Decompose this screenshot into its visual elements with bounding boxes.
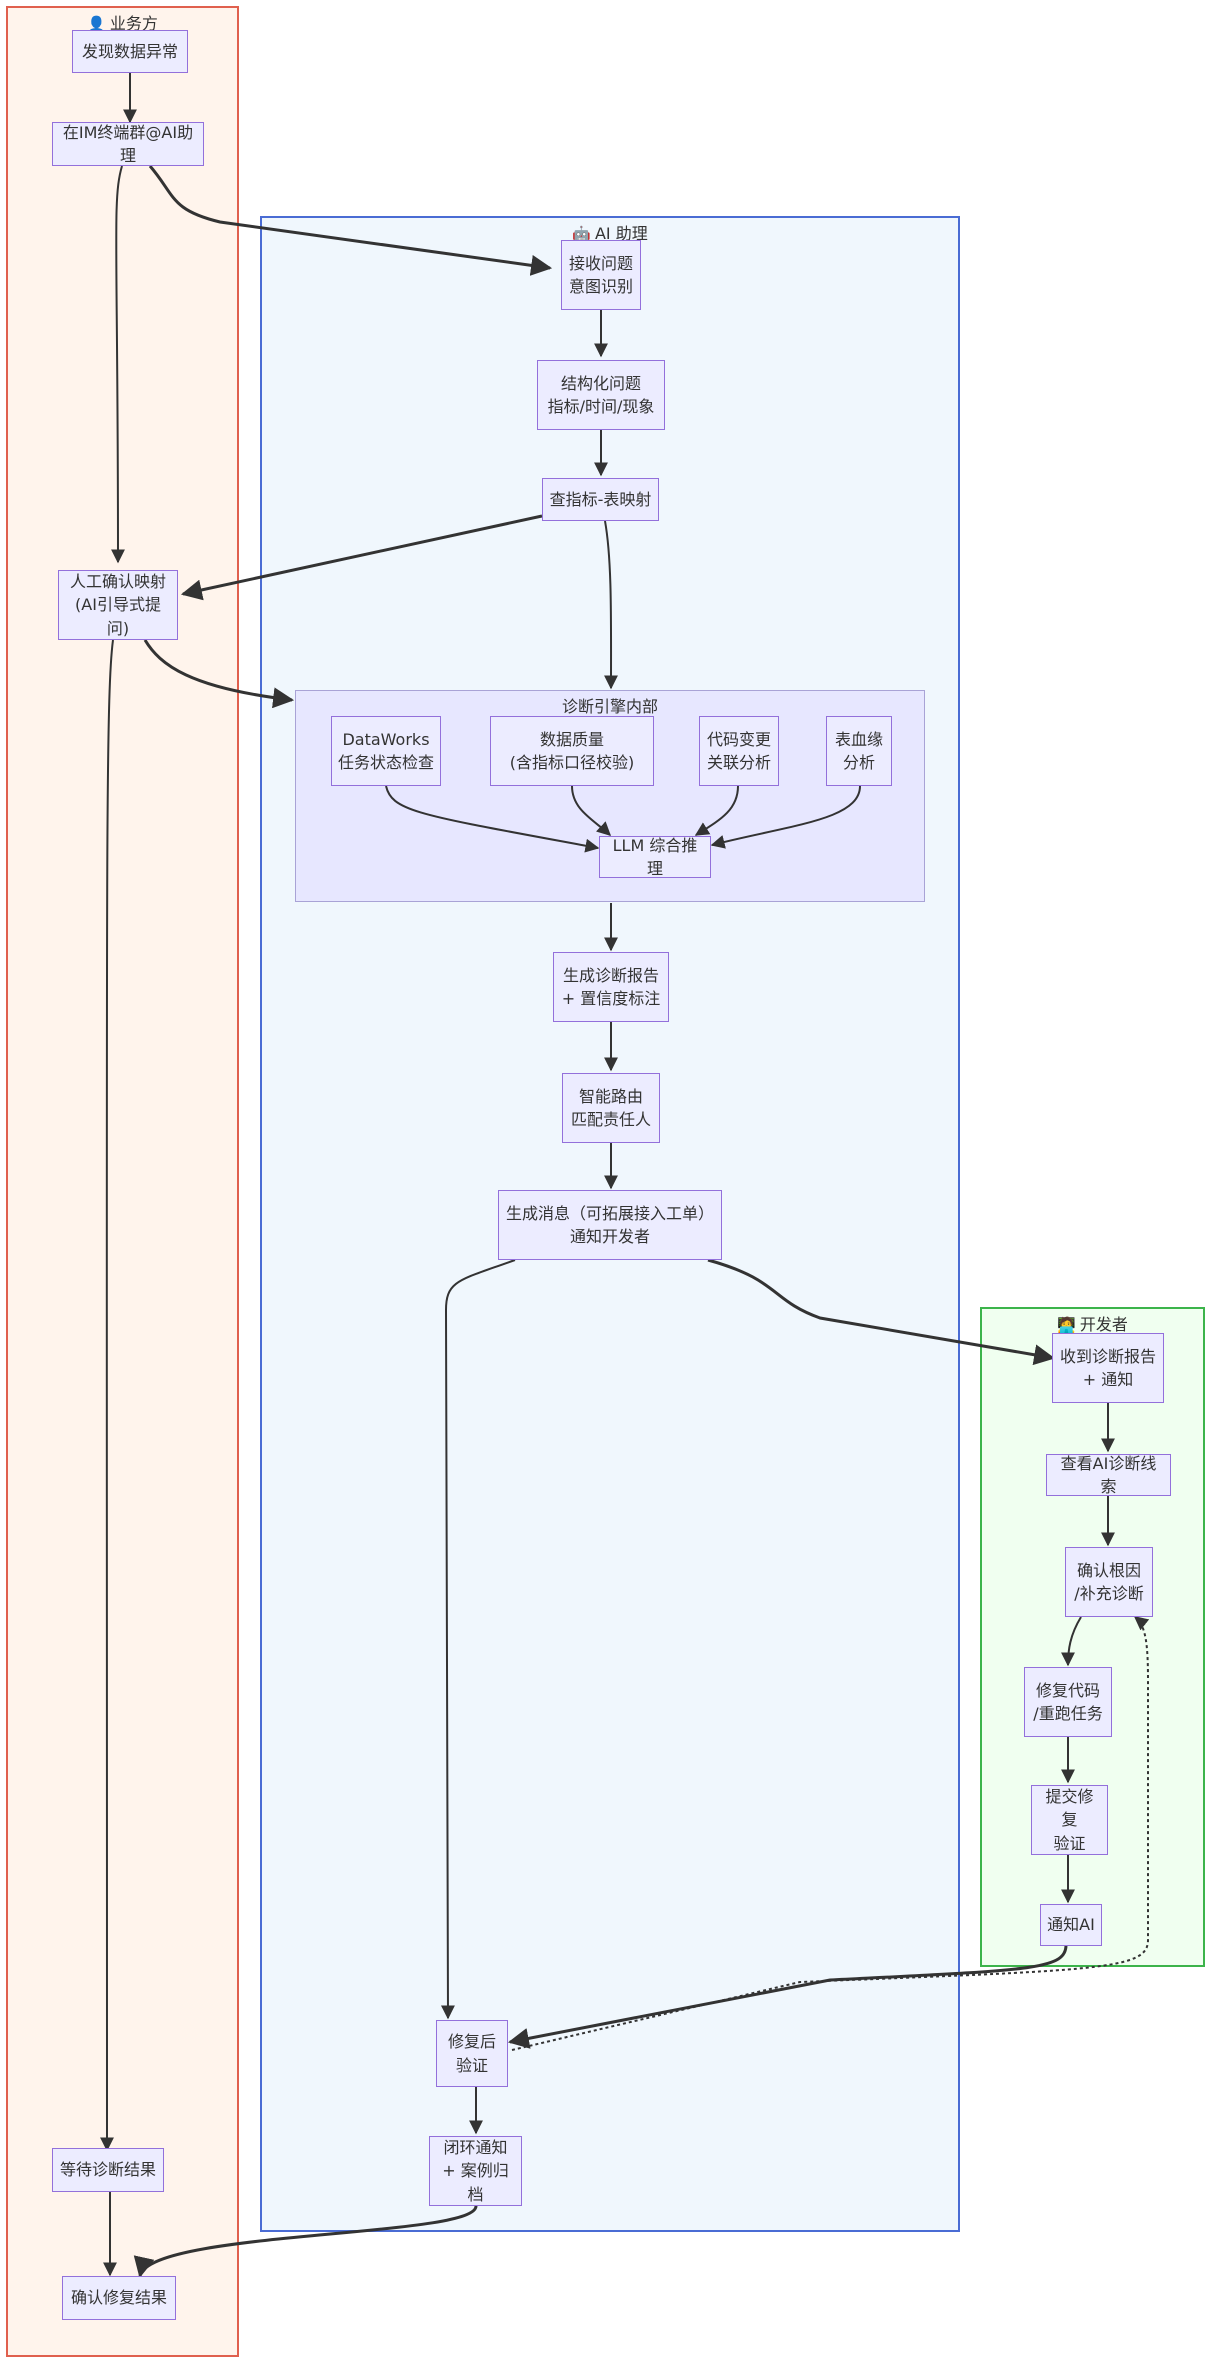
edge-code-to-llm — [694, 785, 739, 836]
lane-business-title: 业务方 — [109, 14, 158, 33]
node-structure-question[interactable]: 结构化问题 指标/时间/现象 — [537, 360, 665, 430]
lane-developer: 🧑‍💻开发者 — [980, 1307, 1205, 1967]
lane-ai-title: AI 助理 — [594, 224, 648, 243]
node-lookup-mapping[interactable]: 查指标-表映射 — [542, 478, 659, 521]
user-icon: 👤 — [87, 15, 106, 33]
node-fix-code[interactable]: 修复代码 /重跑任务 — [1024, 1667, 1112, 1737]
node-confirm-root-cause[interactable]: 确认根因 /补充诊断 — [1065, 1547, 1153, 1617]
edge-confirm-mapping-to-engine — [143, 639, 295, 709]
node-find-anomaly[interactable]: 发现数据异常 — [72, 30, 188, 73]
edge-dataworks-to-llm — [385, 785, 600, 853]
node-at-ai-assistant[interactable]: 在IM终端群@AI助理 — [52, 122, 204, 166]
edge-message-to-receive-report — [707, 1258, 1056, 1366]
node-wait-result[interactable]: 等待诊断结果 — [52, 2148, 164, 2192]
node-post-fix-verify[interactable]: 修复后 验证 — [436, 2020, 508, 2087]
node-llm-reasoning[interactable]: LLM 综合推理 — [599, 836, 711, 878]
developer-icon: 🧑‍💻 — [1057, 1316, 1076, 1334]
edge-confirm-mapping-to-wait — [99, 639, 114, 2152]
node-smart-routing[interactable]: 智能路由 匹配责任人 — [562, 1073, 660, 1143]
node-close-loop[interactable]: 闭环通知 + 案例归档 — [429, 2136, 522, 2206]
edge-lookup-to-engine — [604, 520, 619, 690]
diagnosis-engine-title: 诊断引擎内部 — [561, 697, 658, 716]
node-gen-report[interactable]: 生成诊断报告 + 置信度标注 — [553, 952, 669, 1022]
lane-business: 👤业务方 — [6, 6, 239, 2357]
edge-notify-to-postfix — [507, 1944, 1068, 2049]
edge-at-to-receive — [148, 165, 553, 276]
edge-root-cause-to-fix — [1061, 1616, 1082, 1667]
edge-lineage-to-llm — [710, 785, 861, 849]
lane-developer-title: 开发者 — [1079, 1315, 1128, 1334]
node-submit-fix[interactable]: 提交修复 验证 — [1031, 1785, 1108, 1855]
node-notify-ai[interactable]: 通知AI — [1040, 1904, 1102, 1946]
edge-close-to-confirm-fix — [133, 2205, 478, 2279]
edge-message-to-postfix — [440, 1259, 516, 2020]
node-data-quality[interactable]: 数据质量 (含指标口径校验) — [490, 716, 654, 786]
edge-quality-to-llm — [571, 785, 612, 836]
node-dataworks-check[interactable]: DataWorks 任务状态检查 — [331, 716, 441, 786]
edge-lookup-to-confirm-mapping — [180, 514, 543, 601]
node-lineage[interactable]: 表血缘 分析 — [826, 716, 892, 786]
node-confirm-mapping[interactable]: 人工确认映射 (AI引导式提问) — [58, 570, 178, 640]
node-receive-report[interactable]: 收到诊断报告 + 通知 — [1052, 1333, 1164, 1403]
node-view-clues[interactable]: 查看AI诊断线索 — [1046, 1454, 1171, 1496]
node-confirm-fix[interactable]: 确认修复结果 — [62, 2276, 176, 2320]
node-code-change[interactable]: 代码变更 关联分析 — [699, 716, 779, 786]
node-receive-question[interactable]: 接收问题 意图识别 — [561, 240, 641, 310]
robot-icon: 🤖 — [572, 225, 591, 243]
node-gen-message[interactable]: 生成消息（可拓展接入工单） 通知开发者 — [498, 1190, 722, 1260]
edge-at-to-confirm-mapping — [110, 165, 125, 564]
